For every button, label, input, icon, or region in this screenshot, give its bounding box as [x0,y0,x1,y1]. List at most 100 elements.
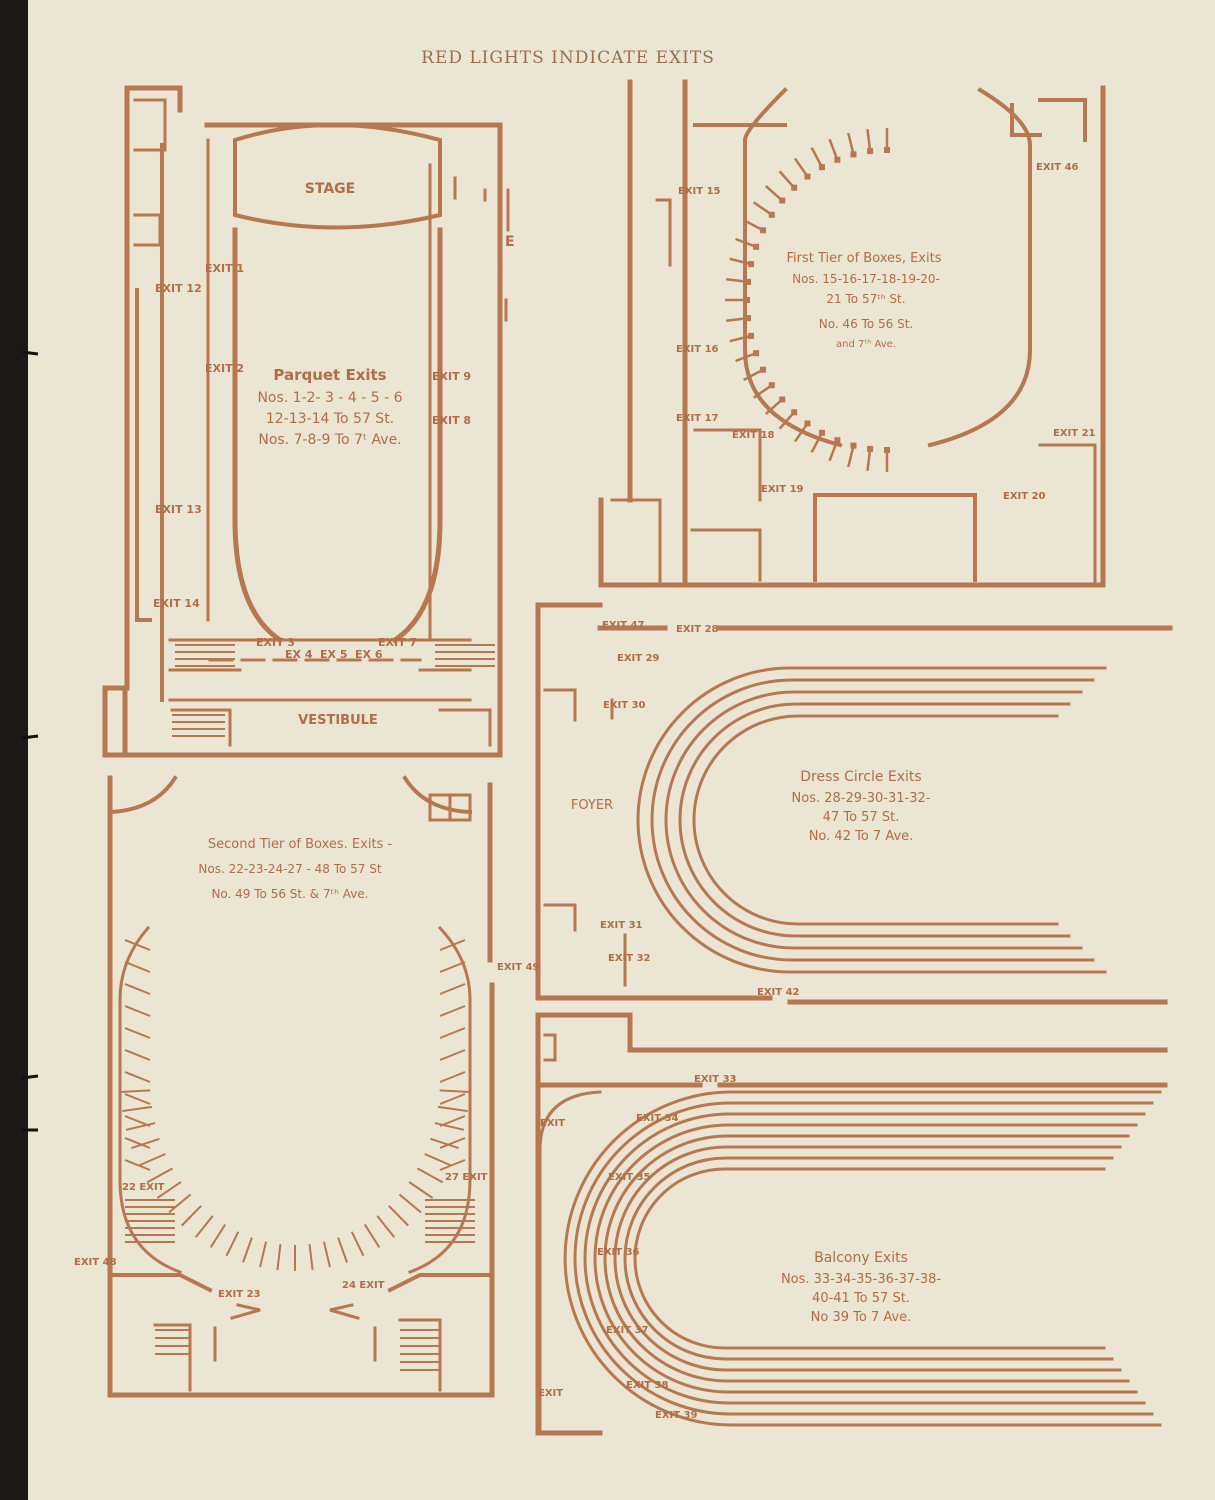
box-partition [124,939,151,951]
box-partition [408,1181,434,1199]
balcony-line-3: No 39 To 7 Ave. [811,1310,912,1325]
box-marker [884,147,890,153]
box-marker [867,148,874,155]
exit-label-19: EXIT 19 [761,484,804,495]
exit-label-15: EXIT 15 [678,186,721,197]
box-partition [742,218,764,232]
first-tier-line-4: and 7ᵗʰ Ave. [836,339,896,350]
seating-row [678,702,1071,938]
box-partition [726,316,749,322]
box-partition [847,132,855,155]
box-partition [124,1005,151,1017]
exit-label-36: EXIT 36 [597,1247,640,1258]
exit-label-46: EXIT 46 [1036,162,1079,173]
seating-row [623,1156,1114,1361]
box-partition [437,1105,468,1113]
box-marker [791,409,798,416]
box-partition [181,1205,202,1227]
box-marker [760,366,767,373]
box-partition [124,1137,151,1149]
second-tier-plan: Second Tier of Boxes. Exits - Nos. 22-23… [74,775,540,1398]
box-partition [376,1215,396,1238]
box-partition [242,1237,253,1263]
balcony-line-2: 40-41 To 57 St. [812,1291,910,1306]
box-partition [752,384,773,399]
box-marker [818,164,825,171]
balcony-line-1: Nos. 33-34-35-36-37-38- [781,1272,941,1287]
box-partition [439,1071,466,1083]
box-partition [120,1089,151,1093]
box-partition [276,1244,282,1271]
exit-label-20: EXIT 20 [1003,491,1046,502]
seating-row [603,1134,1130,1383]
first-tier-plan: First Tier of Boxes, Exits Nos. 15-16-17… [598,79,1106,588]
exit-label-38: EXIT 38 [626,1380,669,1391]
box-partition [752,201,773,216]
second-tier-title: Second Tier of Boxes. Exits - [208,837,393,852]
seating-row [664,690,1083,950]
box-partition [439,1115,466,1127]
box-marker [804,173,811,180]
box-marker [818,429,825,436]
box-partition [122,1105,153,1113]
box-partition [125,1122,156,1131]
balcony-title: Balcony Exits [814,1250,908,1266]
dress-circle-title: Dress Circle Exits [800,769,921,785]
box-partition [225,1231,240,1257]
exit-label-49: EXIT 49 [497,962,540,973]
exit-label-2: EXIT 2 [205,362,244,375]
box-partition [439,1005,466,1017]
box-partition [439,1049,466,1061]
box-partition [124,983,151,995]
box-marker [753,350,760,357]
exit-label-27: 27 EXIT [445,1172,488,1183]
box-partition [350,1231,365,1257]
box-marker [744,297,750,303]
box-partition [735,237,757,248]
box-partition [209,1224,226,1248]
seating-row [613,1145,1122,1372]
first-tier-line-2: 21 To 57ᵗʰ St. [826,292,905,306]
box-marker [748,332,755,339]
exit-label-28: EXIT 28 [676,624,719,635]
parquet-line-2: 12-13-14 To 57 St. [266,411,394,427]
first-tier-line-1: Nos. 15-16-17-18-19-20- [792,272,940,286]
box-partition [364,1224,381,1248]
dress-circle-plan: FOYER Dress Circle Exits Nos. 28-29-30-3… [535,602,1173,1005]
box-partition [439,1089,470,1093]
box-partition [168,1193,192,1214]
box-partition [434,1122,465,1131]
box-partition [439,961,466,973]
exit-label-9: EXIT 9 [432,370,471,383]
box-marker [753,243,760,250]
box-partition [866,448,872,471]
box-marker [834,156,841,163]
box-partition [430,1137,459,1150]
box-partition [810,432,824,453]
box-partition [439,983,466,995]
box-partition [439,1027,466,1039]
seating-row [633,1167,1106,1350]
exit-label-14: EXIT 14 [153,597,200,610]
box-partition [439,1159,466,1171]
box-partition [828,439,839,462]
box-partition [729,334,752,343]
box-partition [439,1137,466,1149]
foyer-label: FOYER [571,798,613,813]
box-marker [834,437,841,444]
parquet-line-3: Nos. 7-8-9 To 7ᵗ Ave. [258,432,401,448]
box-partition [124,1071,151,1083]
box-partition [124,1049,151,1061]
box-marker [760,227,767,234]
box-partition [424,1153,452,1167]
box-marker [779,396,786,403]
exit-label-22: 22 EXIT [122,1182,165,1193]
exit-label-30: EXIT 30 [603,700,646,711]
box-marker [745,278,752,285]
box-marker [804,420,811,427]
box-marker [745,315,752,322]
box-partition [194,1215,214,1238]
exit-label-12: EXIT 12 [155,282,202,295]
box-partition [308,1244,314,1271]
